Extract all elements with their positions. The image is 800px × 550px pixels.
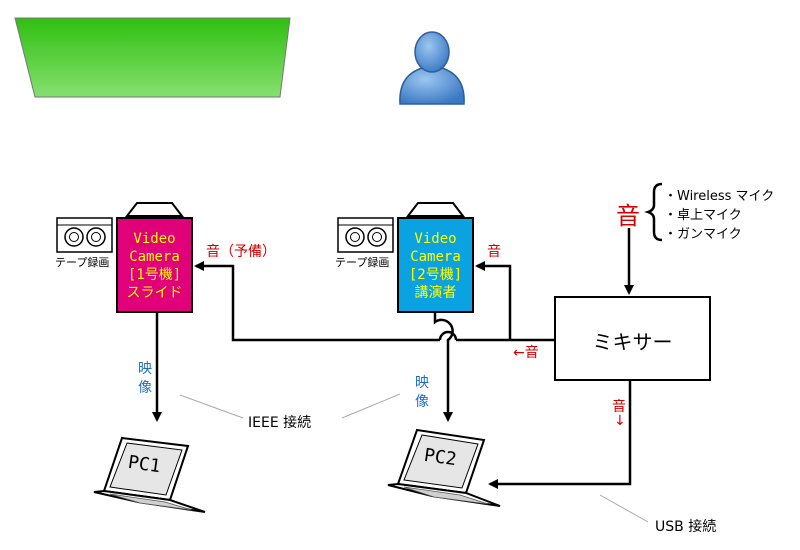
pc1-label: PC1 [126, 451, 162, 478]
camera1-label: Video Camera [1号機] スライド [117, 230, 192, 302]
sound-source-label: 音 [616, 202, 640, 230]
camera2-line3: [2号機] [408, 267, 463, 283]
usb-connection-label: USB 接続 [655, 519, 717, 535]
mic-item-1: ・Wireless マイク [664, 189, 775, 204]
cassette-tape-icon-2 [337, 217, 394, 253]
video-camera-1 [116, 202, 193, 313]
tape2-label: テープ録画 [335, 256, 390, 269]
camera2-video-2: 像 [415, 394, 429, 410]
camera1-line1: Video [133, 231, 176, 247]
laptop-icon-pc1 [93, 436, 206, 513]
camera2-line4: 講演者 [414, 285, 457, 301]
person-icon [399, 31, 465, 105]
tape1-label: テープ録画 [55, 256, 110, 269]
camera2-video-1: 映 [415, 375, 429, 391]
pc2-label: PC2 [422, 444, 458, 471]
projector-screen-icon [14, 17, 291, 98]
camera2-sound-label: 音 [487, 244, 501, 260]
camera1-line4: スライド [126, 285, 183, 301]
wiring [152, 228, 634, 489]
mic-item-2: ・卓上マイク [664, 208, 742, 223]
camera1-line2: Camera [129, 249, 180, 265]
cassette-tape-icon-1 [56, 217, 113, 253]
mixer-out-left-label: ←音 [513, 345, 539, 361]
mic-item-3: ・ガンマイク [664, 227, 742, 242]
camera2-label: Video Camera [2号機] 講演者 [398, 230, 473, 302]
mixer-box [554, 296, 711, 381]
brace [644, 182, 663, 242]
ieee-connection-label: IEEE 接続 [248, 415, 312, 431]
mixer-out-down-1: 音 [612, 399, 626, 415]
camera2-line2: Camera [410, 249, 461, 265]
video-camera-2 [397, 202, 474, 313]
camera1-video-2: 像 [138, 380, 152, 396]
mixer-out-down-2: ↓ [614, 413, 626, 429]
camera1-line3: [1号機] [127, 267, 182, 283]
ieee-pointers [179, 393, 649, 523]
camera1-video-1: 映 [138, 361, 152, 377]
mixer-label: ミキサー [592, 330, 673, 354]
camera1-sound-label: 音（予備） [206, 244, 276, 260]
laptop-icon-pc2 [387, 428, 501, 507]
camera2-line1: Video [414, 231, 457, 247]
